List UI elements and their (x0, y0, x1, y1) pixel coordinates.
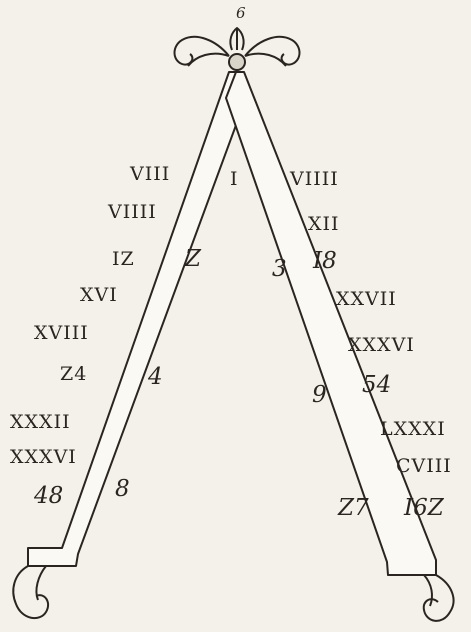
top-flame (230, 28, 243, 50)
right-label-2: I8 (313, 250, 337, 273)
left-label-7: XXXVI (10, 448, 77, 467)
right-label-0: VIIII (290, 170, 339, 189)
left-label-6: XXXII (10, 413, 71, 432)
left-label-0: VIII (130, 165, 170, 184)
right-label-3: XXVII (336, 290, 397, 309)
left-foot-scroll (13, 566, 48, 618)
right-label-5: 54 (362, 374, 391, 397)
top-number: 6 (236, 6, 246, 21)
left-inner-1: Z (185, 248, 201, 271)
left-inner-2: 4 (148, 366, 163, 389)
right-label-6: LXXXI (380, 420, 446, 439)
left-ornament (175, 37, 230, 66)
left-label-3: XVI (80, 286, 118, 305)
left-label-8: 48 (34, 485, 63, 508)
right-foot-scroll (424, 575, 454, 621)
left-label-2: IZ (112, 250, 135, 269)
right-label-4: XXXVI (348, 336, 415, 355)
right-inner-0: 3 (272, 258, 287, 281)
left-label-5: Z4 (60, 365, 87, 384)
left-inner-3: 8 (115, 478, 130, 501)
hinge-ball (229, 54, 245, 70)
left-label-4: XVIII (34, 324, 89, 343)
left-inner-0: I (230, 170, 239, 189)
right-label-1: XII (308, 215, 340, 234)
right-ornament (245, 37, 300, 66)
right-extra-label: Z7 (338, 497, 369, 520)
right-label-8: I6Z (404, 497, 444, 520)
left-label-1: VIIII (108, 203, 157, 222)
right-inner-1: 9 (312, 384, 327, 407)
right-label-7: CVIII (396, 457, 452, 476)
